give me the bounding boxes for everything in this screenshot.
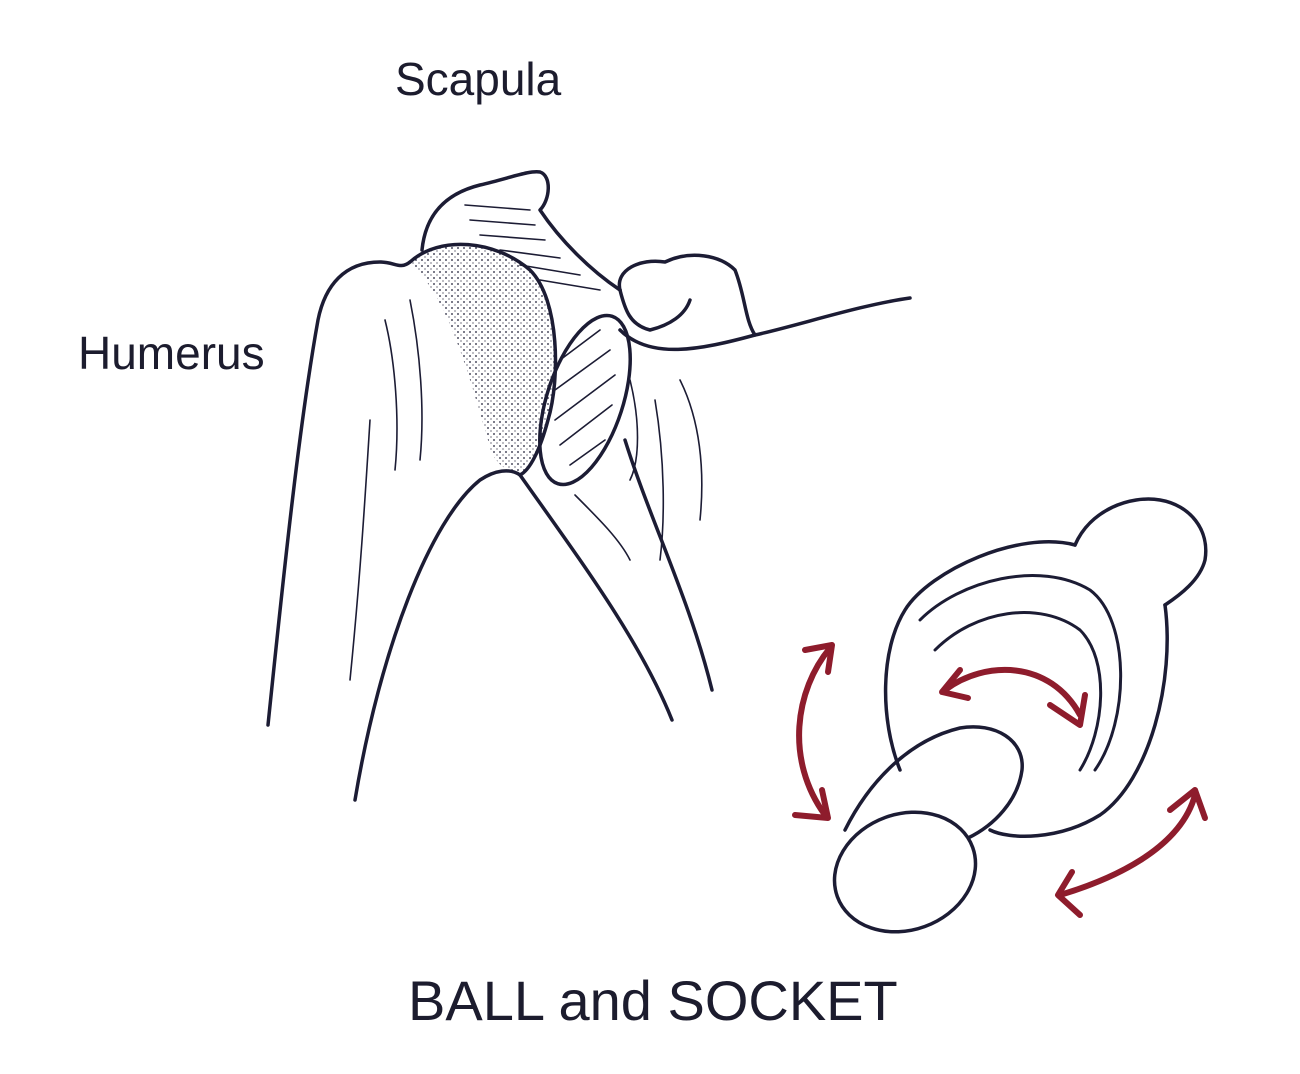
arrow-curved-center [942, 666, 1083, 718]
scapula-label: Scapula [395, 53, 562, 105]
arrow-vertical-left [796, 645, 833, 818]
arrow-bottom-right [1057, 792, 1198, 898]
ball-and-socket-caption: BALL and SOCKET [408, 969, 898, 1032]
motion-arrows [792, 642, 1208, 918]
scapula-drawing [420, 169, 912, 692]
ball-and-socket-model [832, 497, 1208, 934]
humerus-drawing [266, 242, 674, 802]
humerus-label: Humerus [78, 327, 265, 379]
